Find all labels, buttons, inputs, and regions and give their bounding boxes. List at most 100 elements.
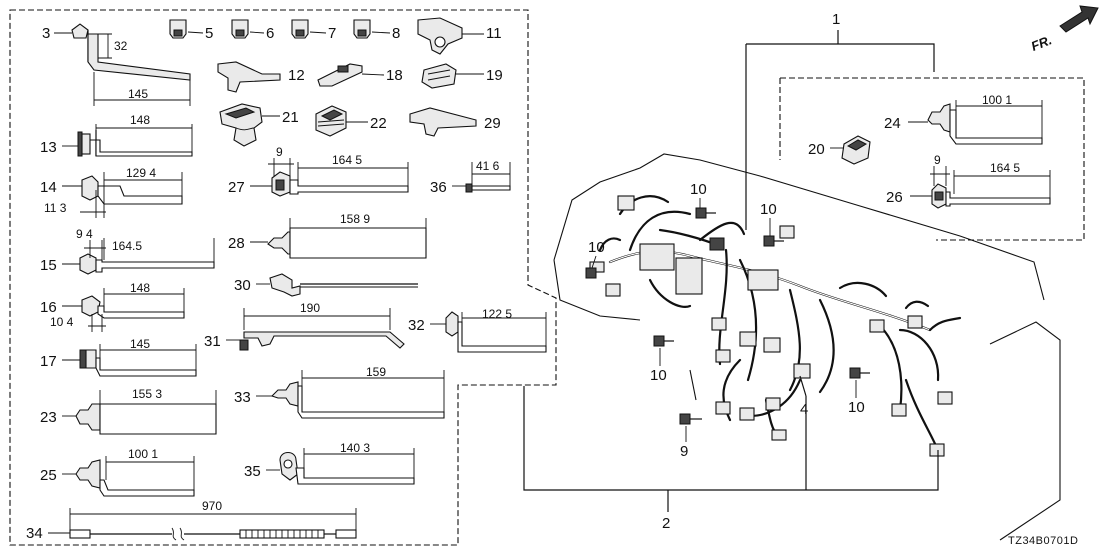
dim-14: 129 4: [126, 166, 156, 180]
part-13-clip: [77, 124, 193, 157]
callout-31: 31: [204, 333, 221, 350]
part-12-clip: [217, 61, 281, 93]
part-34-harness: [69, 508, 357, 541]
part-20-grommet: [841, 135, 871, 165]
part-21-clamp: [219, 103, 263, 147]
callout-2: 2: [662, 515, 670, 532]
callout-3: 3: [42, 25, 50, 42]
dim-13: 148: [130, 113, 150, 127]
callout-34: 34: [26, 525, 43, 542]
dim-26: 9: [934, 153, 941, 167]
harness-connectors: [589, 195, 953, 457]
part-35-clip: [279, 448, 415, 485]
dim-25: 100 1: [128, 447, 158, 461]
callout-10-b: 10: [760, 201, 777, 218]
dim-16b: 10 4: [50, 315, 74, 329]
callout-10-e: 10: [848, 399, 865, 416]
part-31-clip: [239, 308, 405, 351]
part-33-clip: [270, 370, 445, 419]
dashboard-panel-outline: [553, 153, 1061, 541]
part-18-clip: [317, 63, 363, 87]
clip-kit-boundary: [9, 9, 557, 546]
callout-23: 23: [40, 409, 57, 426]
callout-17: 17: [40, 353, 57, 370]
bolt-10-c: [585, 267, 597, 279]
callout-24: 24: [884, 115, 901, 132]
callout-8: 8: [392, 25, 400, 42]
bolt-10-d: [653, 335, 674, 347]
dim-26b: 164 5: [990, 161, 1020, 175]
part-8-fuse: [353, 19, 371, 39]
dim-31: 190: [300, 301, 320, 315]
callout-18: 18: [386, 67, 403, 84]
part-16-clip: [81, 288, 185, 332]
callout-6: 6: [266, 25, 274, 42]
dim-35: 140 3: [340, 441, 370, 455]
sub-kit-boundary: [779, 77, 1085, 241]
callout-35: 35: [244, 463, 261, 480]
callout-29: 29: [484, 115, 501, 132]
part-36-clip: [465, 162, 511, 193]
dim-28: 158 9: [340, 212, 370, 226]
part-17-clip: [79, 344, 197, 377]
front-direction-arrow: [1059, 5, 1099, 33]
dim-3b: 145: [128, 87, 148, 101]
callout-15: 15: [40, 257, 57, 274]
part-32-clip: [445, 311, 547, 353]
part-11-holder: [417, 17, 463, 55]
callout-36: 36: [430, 179, 447, 196]
callout-1: 1: [832, 11, 840, 28]
callout-9: 9: [680, 443, 688, 460]
part-19-grommet: [421, 63, 457, 89]
callout-26: 26: [886, 189, 903, 206]
dim-34: 970: [202, 499, 222, 513]
part-29-clip: [409, 107, 477, 137]
callout-10-d: 10: [650, 367, 667, 384]
callout-16: 16: [40, 299, 57, 316]
callout-27: 27: [228, 179, 245, 196]
bolt-10-e: [849, 367, 870, 379]
callout-14: 14: [40, 179, 57, 196]
callout-32: 32: [408, 317, 425, 334]
callout-20: 20: [808, 141, 825, 158]
part-15-clip: [79, 238, 215, 275]
bracket-1: [745, 30, 935, 230]
bolt-10-a: [695, 207, 716, 219]
part-28-clip: [267, 218, 427, 259]
bracket-2: [523, 386, 939, 512]
callout-33: 33: [234, 389, 251, 406]
part-3-clip: [71, 23, 191, 106]
part-24-clip: [927, 100, 1043, 145]
callout-30: 30: [234, 277, 251, 294]
dim-32: 122 5: [482, 307, 512, 321]
dim-16: 148: [130, 281, 150, 295]
dim-36: 41 6: [476, 159, 500, 173]
bolt-10-b: [763, 235, 784, 247]
part-30-tie: [269, 273, 418, 297]
part-23-clip: [75, 390, 217, 435]
part-22-grommet: [315, 105, 347, 137]
dim-27: 9: [276, 145, 283, 159]
callout-22: 22: [370, 115, 387, 132]
part-26-clip: [930, 166, 1051, 209]
part-6-fuse: [231, 19, 249, 39]
bracket-4: [799, 375, 807, 490]
part-14-clip: [80, 172, 183, 218]
part-27-clip: [268, 158, 409, 197]
part-7-fuse: [291, 19, 309, 39]
callout-28: 28: [228, 235, 245, 252]
part-25-clip: [75, 456, 195, 497]
dim-3: 32: [114, 39, 128, 53]
callout-10-c: 10: [588, 239, 605, 256]
dim-15b: 164.5: [112, 239, 142, 253]
bolt-9: [679, 413, 702, 425]
dim-14b: 11 3: [44, 201, 67, 215]
dim-27b: 164 5: [332, 153, 362, 167]
dim-17: 145: [130, 337, 150, 351]
callout-5: 5: [205, 25, 213, 42]
dim-33: 159: [366, 365, 386, 379]
dim-24: 100 1: [982, 93, 1012, 107]
callout-10-a: 10: [690, 181, 707, 198]
